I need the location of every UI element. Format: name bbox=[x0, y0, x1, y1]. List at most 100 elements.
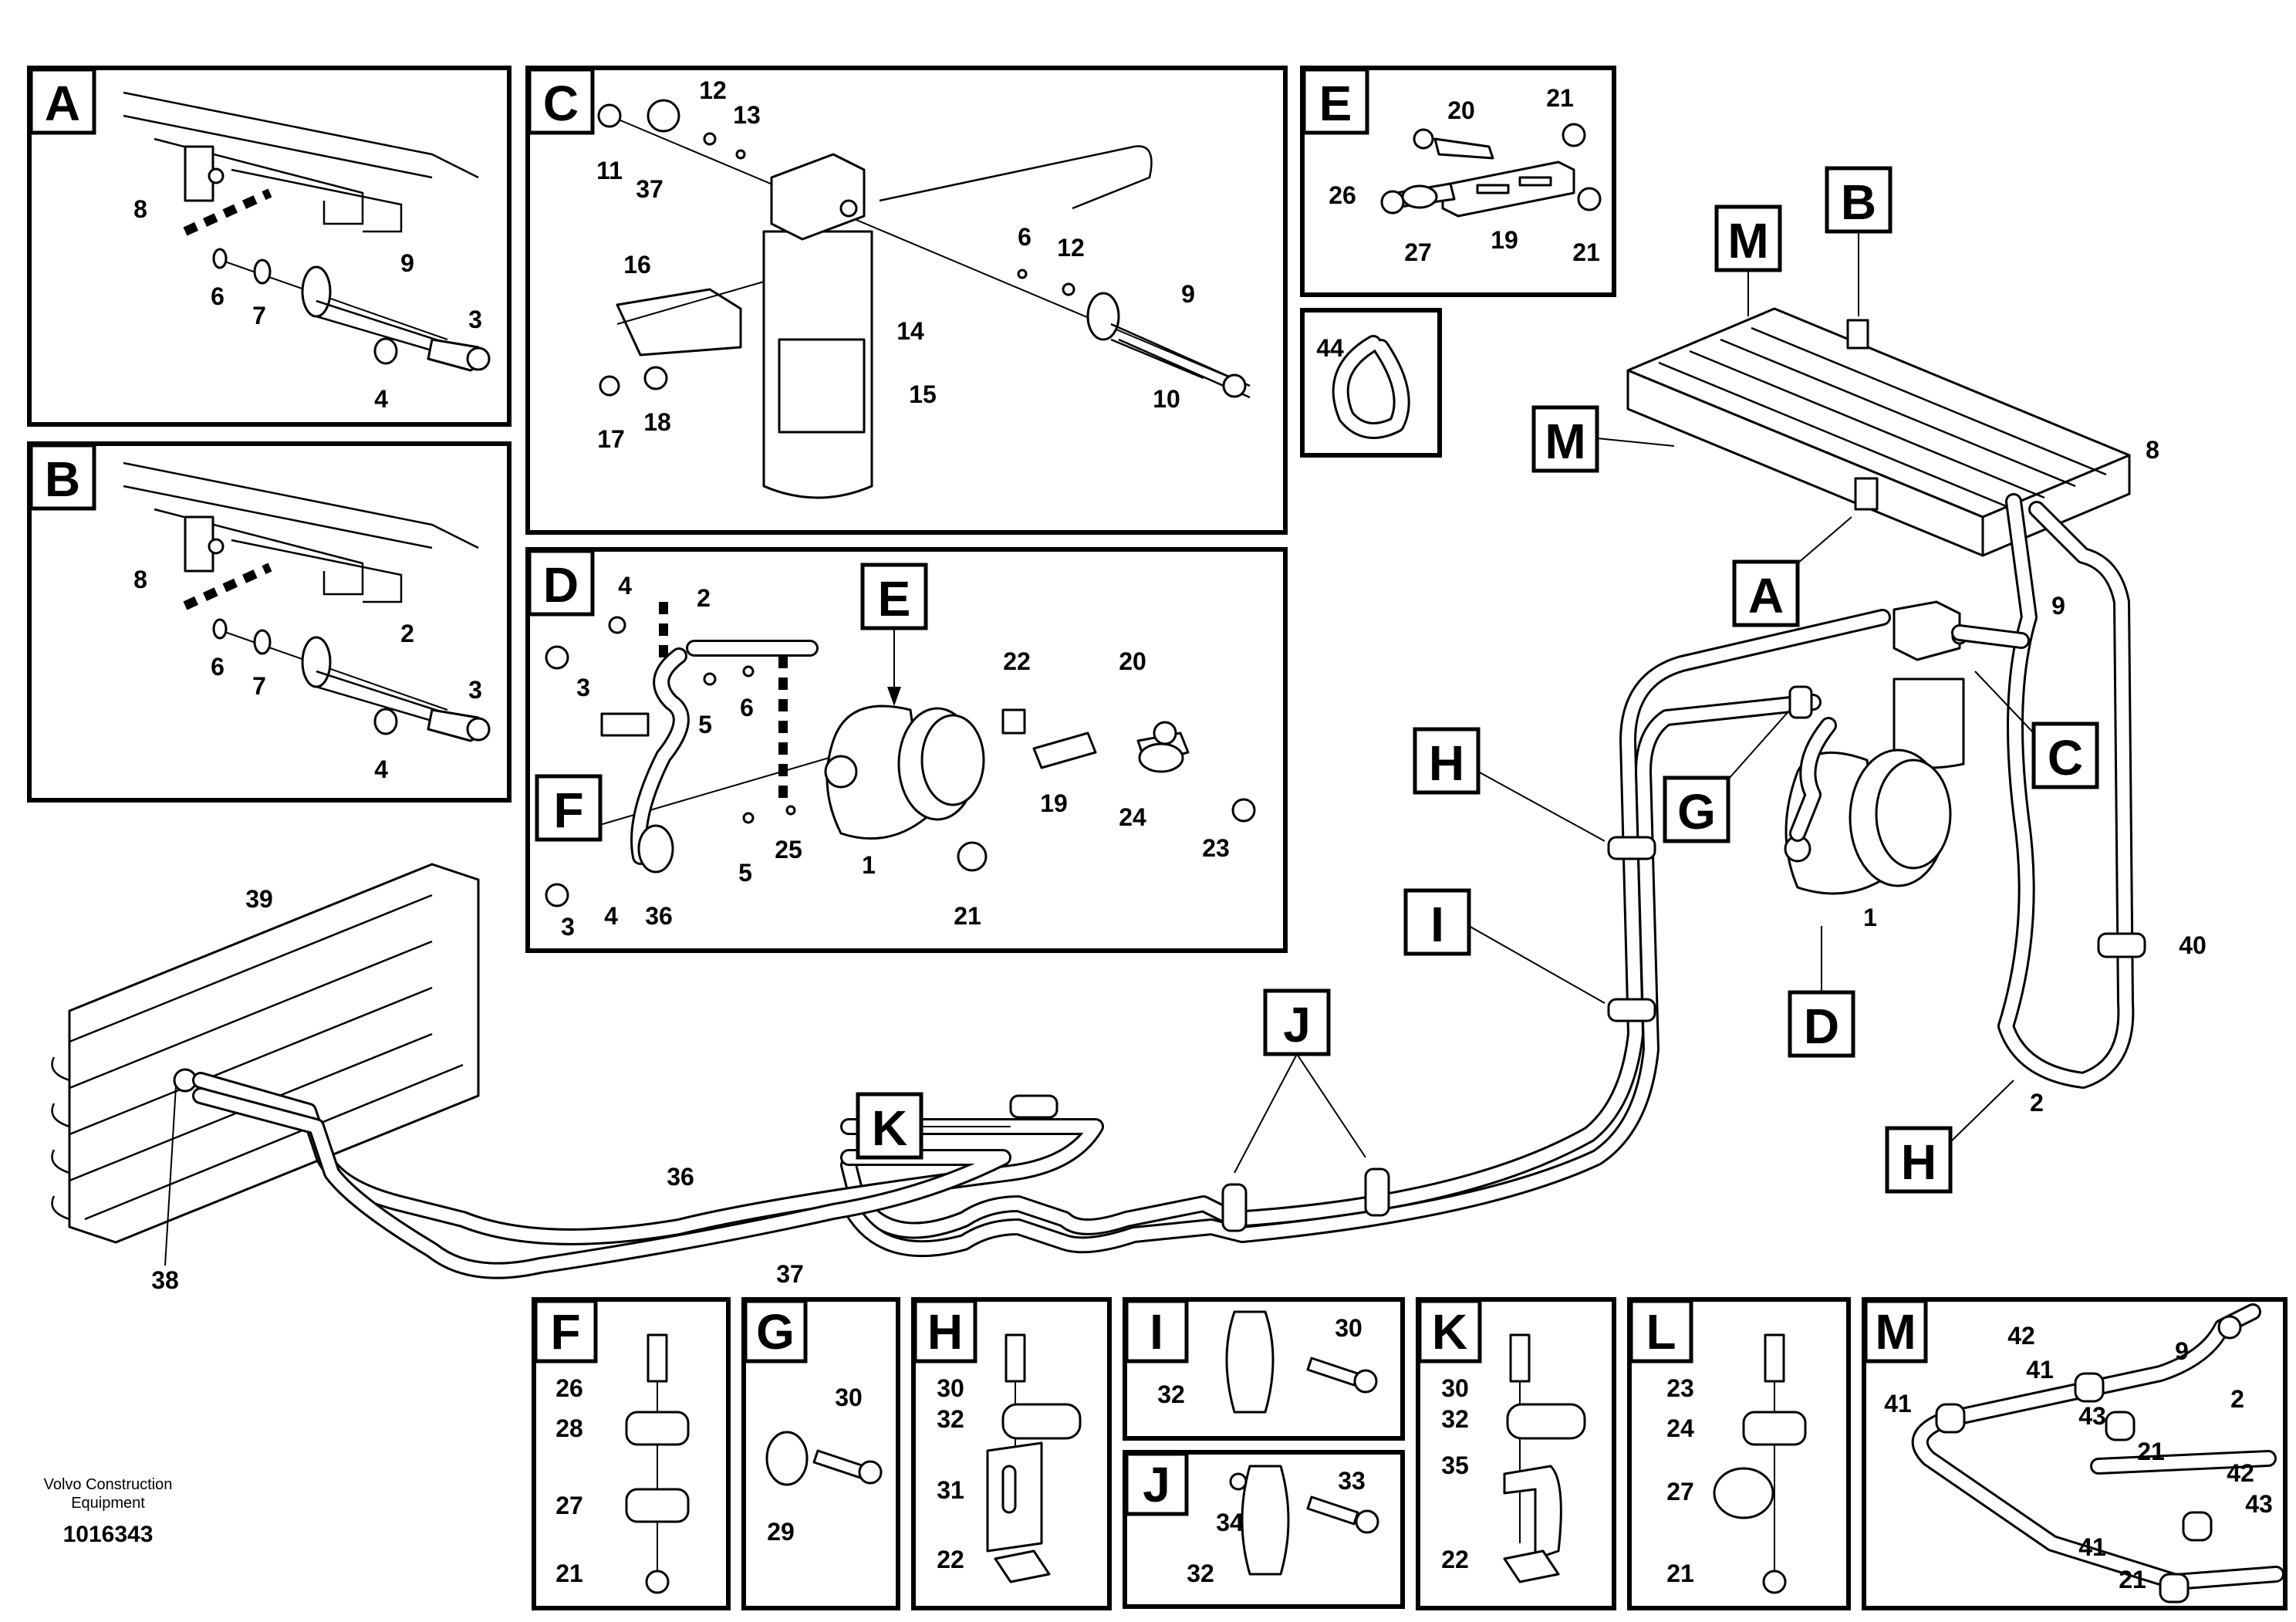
tag-i-label: I bbox=[1430, 897, 1444, 952]
part-label: 27 bbox=[555, 1492, 583, 1519]
part-label: 41 bbox=[2026, 1356, 2054, 1384]
part-label: 28 bbox=[555, 1414, 583, 1442]
detail-panel-e: E 20 21 26 27 19 21 bbox=[1300, 66, 1616, 297]
detail-panel-i: I 30 32 bbox=[1123, 1297, 1405, 1441]
detail-panel-c: C 12 13 11 37 bbox=[525, 66, 1288, 535]
part-label: 1 bbox=[862, 851, 876, 879]
detail-panel-k: K 30 32 35 22 bbox=[1416, 1297, 1616, 1610]
part-label: 16 bbox=[623, 251, 651, 279]
refrigerant-lines bbox=[192, 493, 2135, 1279]
tag-m-label: M bbox=[1875, 1304, 1916, 1360]
part-label: 21 bbox=[1546, 84, 1574, 112]
part-label: 19 bbox=[1491, 226, 1518, 254]
tube-fitting-icon bbox=[545, 602, 819, 907]
part-label: 2 bbox=[2030, 1089, 2044, 1117]
part-label: 41 bbox=[2078, 1533, 2106, 1561]
part-label: 22 bbox=[1441, 1546, 1469, 1573]
part-label: 19 bbox=[1040, 789, 1068, 817]
part-label: 9 bbox=[2051, 592, 2065, 620]
part-label: 11 bbox=[596, 157, 623, 184]
tube-fitting-icon bbox=[1911, 1303, 2284, 1603]
tag-m-label: M bbox=[1727, 213, 1768, 269]
part-label: 36 bbox=[645, 902, 673, 930]
part-label: 4 bbox=[374, 385, 388, 413]
part-label: 2 bbox=[2230, 1385, 2244, 1413]
clamp-assembly-icon bbox=[986, 1333, 1082, 1583]
part-label: 24 bbox=[1666, 1414, 1694, 1442]
compressor-icon bbox=[1784, 748, 1952, 895]
tag-k-label: K bbox=[872, 1100, 907, 1156]
hose-clamps bbox=[1009, 685, 2146, 1232]
part-label: 17 bbox=[597, 425, 625, 453]
tag-e-label: E bbox=[1319, 76, 1352, 131]
part-label: 21 bbox=[2119, 1566, 2146, 1593]
part-label: 32 bbox=[937, 1405, 964, 1433]
part-label: 27 bbox=[1666, 1478, 1694, 1505]
bracket-icon bbox=[957, 708, 1256, 872]
tag-d-label: D bbox=[543, 557, 579, 613]
clamp-assembly-icon bbox=[1503, 1333, 1586, 1583]
part-label: 34 bbox=[1216, 1509, 1244, 1536]
part-label: 22 bbox=[1003, 647, 1031, 675]
part-label: 6 bbox=[1018, 223, 1032, 251]
tag-b-label: B bbox=[1841, 174, 1876, 230]
receiver-drier-icon bbox=[609, 115, 1251, 499]
tag-b-label: B bbox=[45, 451, 80, 507]
part-label: 33 bbox=[1338, 1467, 1366, 1495]
tube-fitting-icon bbox=[212, 248, 491, 372]
part-label: 5 bbox=[698, 711, 712, 738]
detail-panel-d: D bbox=[525, 547, 1288, 953]
part-label: 6 bbox=[211, 653, 225, 681]
part-label: 39 bbox=[245, 885, 273, 913]
document-number: 1016343 bbox=[63, 1522, 154, 1547]
part-label: 23 bbox=[1202, 834, 1230, 862]
part-label: 20 bbox=[1119, 647, 1146, 675]
part-label: 8 bbox=[2146, 436, 2159, 464]
part-label: 32 bbox=[1157, 1380, 1185, 1408]
part-label: 9 bbox=[1181, 280, 1195, 308]
tag-l-label: L bbox=[1646, 1304, 1676, 1360]
tag-d-label: D bbox=[1804, 999, 1839, 1054]
part-label: 41 bbox=[1884, 1390, 1912, 1418]
tag-h-label: H bbox=[1429, 735, 1464, 791]
part-label: 5 bbox=[738, 859, 752, 887]
part-label: 12 bbox=[1057, 234, 1085, 262]
tag-h-label: H bbox=[927, 1304, 963, 1360]
clamp-assembly-icon bbox=[625, 1333, 690, 1594]
part-label: 9 bbox=[2175, 1337, 2189, 1365]
part-label: 8 bbox=[133, 195, 147, 223]
part-label: 37 bbox=[776, 1260, 804, 1288]
part-label: 32 bbox=[1187, 1559, 1214, 1587]
condenser-fragment-icon bbox=[123, 461, 479, 603]
tag-f-label: F bbox=[553, 782, 583, 838]
part-label: 30 bbox=[1335, 1314, 1362, 1342]
compressor-icon bbox=[570, 656, 985, 840]
part-label: 30 bbox=[1441, 1374, 1469, 1402]
part-label: 43 bbox=[2245, 1490, 2273, 1518]
detail-panel-f: F 26 28 27 21 bbox=[532, 1297, 731, 1610]
part-label: 22 bbox=[937, 1546, 964, 1573]
part-label: 10 bbox=[1153, 385, 1180, 413]
part-label: 30 bbox=[835, 1384, 863, 1411]
part-label: 4 bbox=[374, 755, 388, 783]
part-label: 44 bbox=[1316, 334, 1344, 362]
detail-panel-b: B 8 6 7 2 3 4 bbox=[27, 441, 512, 803]
part-label: 25 bbox=[775, 836, 802, 863]
part-label: 3 bbox=[576, 674, 590, 701]
tag-a-label: A bbox=[45, 76, 80, 131]
detail-panel-h: H 30 32 31 22 bbox=[911, 1297, 1112, 1610]
part-label: 3 bbox=[561, 913, 575, 941]
part-label: 36 bbox=[667, 1163, 694, 1191]
tube-fitting-icon bbox=[597, 99, 1251, 399]
clamp-assembly-icon bbox=[765, 1431, 883, 1486]
condenser-fragment-icon bbox=[123, 91, 479, 233]
part-label: 6 bbox=[740, 694, 754, 721]
tag-m-label: M bbox=[1545, 414, 1585, 469]
part-label: 26 bbox=[555, 1374, 583, 1402]
tag-i-label: I bbox=[1150, 1304, 1163, 1360]
part-label: 3 bbox=[468, 306, 482, 333]
tag-j-label: J bbox=[1143, 1457, 1170, 1512]
detail-panel-m: M 42 9 41 41 2 43 21 42 43 41 21 bbox=[1862, 1297, 2288, 1610]
detail-panel-g: G 30 29 bbox=[741, 1297, 900, 1610]
main-assembly: 8 9 40 1 2 39 36 37 38 M B M A C H G I bbox=[51, 166, 2207, 1294]
